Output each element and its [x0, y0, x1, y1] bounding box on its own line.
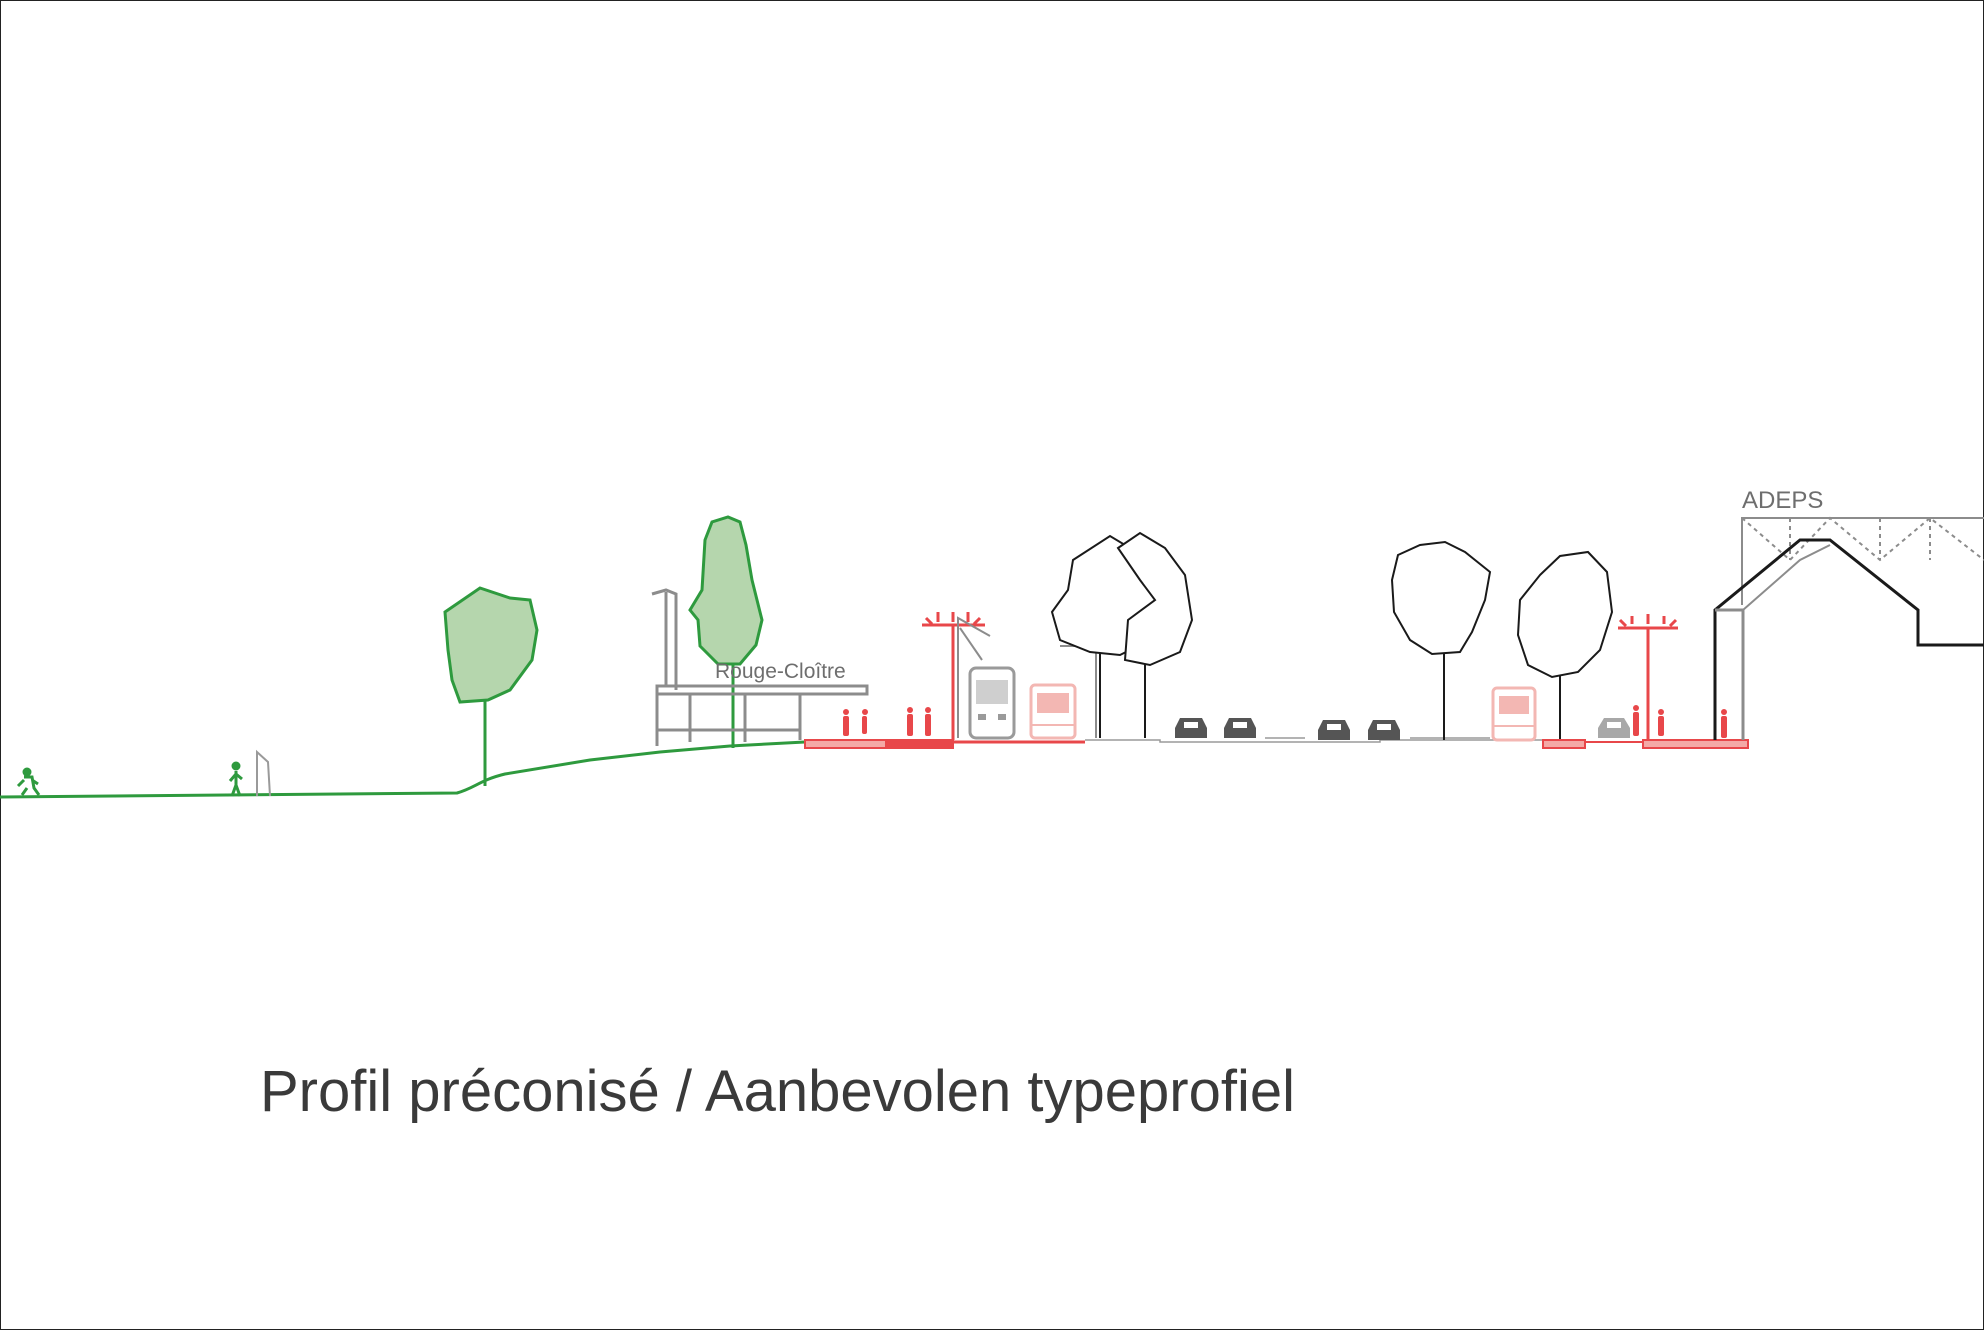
tree-icon: [443, 586, 539, 786]
tram-icon: [968, 666, 1016, 740]
car-icon: [1224, 718, 1256, 738]
pedestrian-icon: [1658, 709, 1664, 736]
pedestrian-icon: [1721, 709, 1727, 738]
pedestrian-icon: [228, 761, 243, 797]
goal-post-icon: [256, 749, 271, 797]
car-icon: [1318, 720, 1350, 740]
pedestrian-icon: [862, 709, 868, 734]
street-lamp-icon: [1618, 614, 1678, 740]
tree-icon: [1390, 540, 1492, 740]
right-sidewalk: [1542, 739, 1749, 749]
pedestrian-icon: [907, 707, 913, 736]
diagram-caption: Profil préconisé / Aanbevolen typeprofie…: [260, 1059, 1295, 1124]
adeps-building: [1713, 538, 1984, 740]
pedestrian-icon: [1633, 705, 1639, 736]
tree-icon: [1116, 531, 1194, 738]
catenary-pole-icon: [957, 616, 991, 738]
tree-icon: [688, 515, 764, 748]
park-ground-line: [0, 740, 806, 799]
tree-icon: [1516, 550, 1614, 740]
central-roadway: [1085, 737, 1545, 743]
pedestrian-icon: [925, 707, 931, 736]
bus-icon: [1029, 683, 1077, 740]
station-building: [651, 588, 869, 746]
pedestrian-icon: [843, 709, 849, 736]
left-sidewalk: [804, 739, 1085, 749]
adeps-label: ADEPS: [1742, 487, 1823, 514]
runner-icon: [16, 767, 41, 796]
car-icon: [1598, 718, 1630, 738]
bus-icon: [1491, 686, 1537, 742]
street-lamp-icon: [922, 612, 985, 740]
car-icon: [1175, 718, 1207, 738]
car-icon: [1368, 720, 1400, 740]
adeps-roof-truss: [1741, 516, 1984, 605]
station-label: Rouge-Cloître: [715, 660, 846, 683]
